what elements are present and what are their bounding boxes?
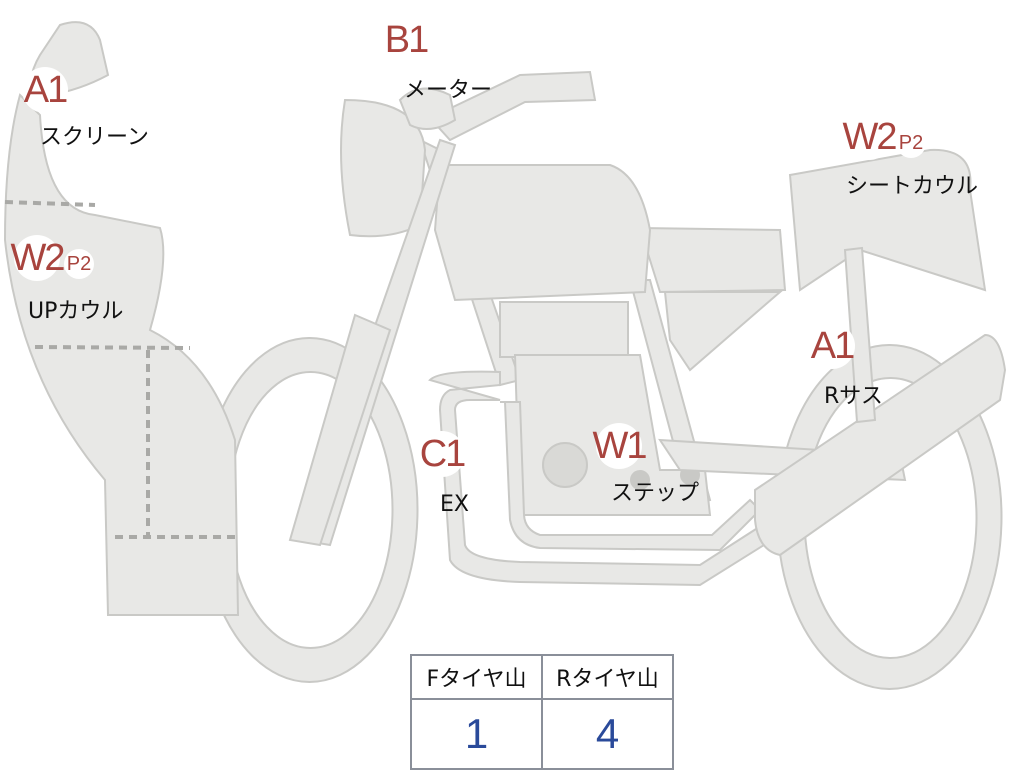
engine-cover-part	[542, 442, 588, 488]
engine-head-part	[499, 301, 629, 358]
rear-suspension-marker-label: Rサス	[824, 384, 883, 409]
cowl-dashline-1	[4, 200, 96, 207]
side-panel-part	[663, 291, 783, 372]
fuel-tank-part	[433, 164, 652, 302]
seat-part	[638, 226, 787, 294]
rear-tire-header: Rタイヤ山	[541, 654, 674, 700]
rear-shock-part	[843, 246, 877, 424]
up-cowl-marker-code: W2	[10, 237, 66, 279]
tire-table-value-row: 1 4	[410, 698, 674, 770]
tire-tread-table: Fタイヤ山 Rタイヤ山 1 4	[410, 654, 674, 770]
rear-suspension-marker-badge: A1	[809, 323, 855, 369]
seat-cowl-marker-code: W2	[842, 116, 898, 158]
screen-marker-code: A1	[23, 69, 69, 111]
seat-cowl-marker-badge: W2	[843, 114, 898, 160]
meter-marker-label: メーター	[404, 78, 493, 103]
step-marker-label: ステップ	[611, 481, 700, 506]
up-cowl-marker-label: UPカウル	[28, 299, 124, 324]
up-cowl-part	[3, 93, 240, 616]
rear-tire-value: 4	[541, 698, 674, 770]
up-cowl-marker-subcode: P2	[66, 253, 92, 275]
cowl-dashline-2	[34, 345, 191, 350]
rear-wheel	[776, 344, 1003, 690]
seat-cowl-marker-label: シートカウル	[846, 174, 979, 199]
step-peg-part	[630, 470, 650, 490]
step-marker-badge: W1	[593, 423, 648, 469]
exhaust-marker-badge: C1	[419, 431, 467, 477]
headlight-part	[340, 98, 427, 238]
tire-table-header-row: Fタイヤ山 Rタイヤ山	[410, 654, 674, 700]
rear-suspension-marker-code: A1	[810, 325, 856, 367]
seat-cowl-part	[788, 148, 987, 292]
up-cowl-marker-badge: W2	[11, 235, 66, 281]
meter-marker-badge: B1	[383, 17, 429, 63]
meter-marker-code: B1	[384, 19, 430, 61]
step-marker-code: W1	[592, 425, 648, 467]
up-cowl-marker-subbadge: P2	[64, 249, 94, 279]
front-tire-value: 1	[410, 698, 543, 770]
seat-cowl-marker-subcode: P2	[898, 132, 924, 154]
meter-part	[398, 87, 457, 130]
screen-marker-label: スクリーン	[40, 125, 149, 150]
screen-marker-badge: A1	[22, 67, 68, 113]
exhaust-marker-label: EX	[440, 492, 469, 517]
muffler-part	[754, 333, 1007, 557]
seat-cowl-marker-subbadge: P2	[896, 128, 926, 158]
front-tire-header: Fタイヤ山	[410, 654, 543, 700]
handlebar-part	[428, 70, 597, 142]
exhaust-pipe-part	[428, 370, 782, 587]
fork-guard-part	[288, 313, 392, 547]
exhaust-marker-code: C1	[419, 433, 467, 475]
